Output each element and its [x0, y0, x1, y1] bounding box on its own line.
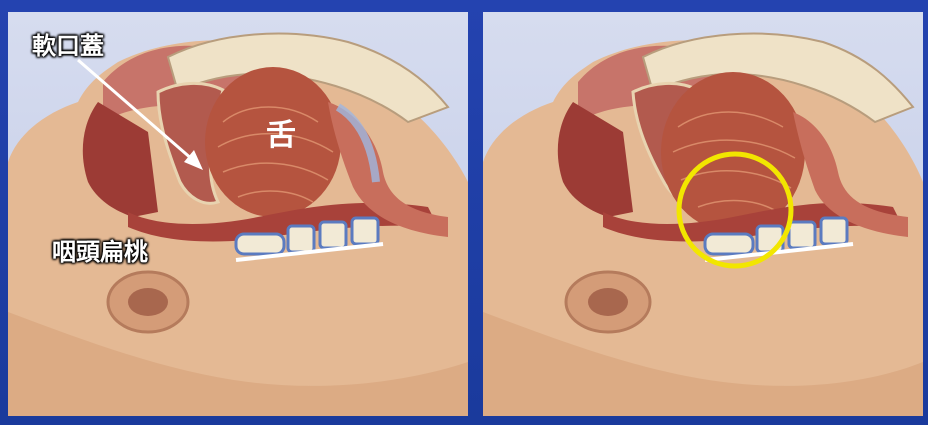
anatomy-illustration-left	[8, 12, 468, 416]
tongue-label: 舌	[266, 110, 296, 154]
panel-obstructed-airway	[483, 12, 923, 416]
soft-palate-label: 軟口蓋	[32, 26, 104, 61]
anatomy-illustration-right	[483, 12, 923, 416]
panel-normal-airway: 軟口蓋 舌 咽頭扁桃	[8, 12, 468, 416]
pharyngeal-tonsil-label: 咽頭扁桃	[52, 232, 148, 267]
